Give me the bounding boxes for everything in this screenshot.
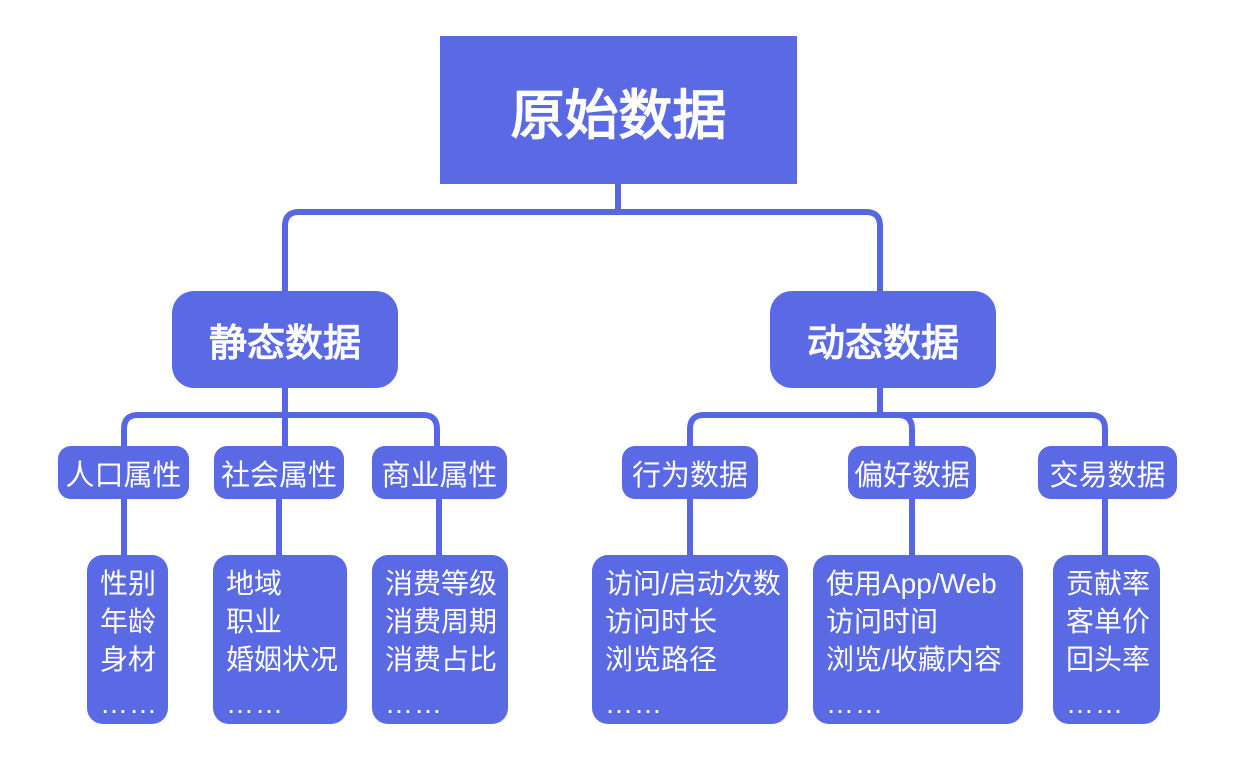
leaf-transaction-items: 贡献率 客单价 回头率 …… (1053, 555, 1160, 724)
node-root: 原始数据 (440, 36, 797, 184)
connector-static-rail (121, 412, 440, 447)
leaf-item: 客单价 (1066, 606, 1151, 637)
node-behavior-data: 行为数据 (622, 446, 758, 499)
leaf-item: 消费周期 (385, 606, 498, 637)
leaf-item: 回头率 (1066, 644, 1151, 675)
leaf-item: 职业 (226, 606, 283, 637)
node-dynamic-data: 动态数据 (770, 291, 996, 388)
leaf-item: 访问时间 (826, 606, 939, 637)
leaf-item: 使用App/Web (826, 568, 997, 599)
leaf-social-items: 地域 职业 婚姻状况 …… (213, 555, 347, 724)
leaf-item: 身材 (100, 644, 157, 675)
node-preference-data: 偏好数据 (848, 446, 976, 499)
connector-level2-rail (282, 209, 883, 291)
node-population-attrs: 人口属性 (58, 446, 189, 499)
node-social-attrs: 社会属性 (214, 446, 344, 499)
leaf-item: 消费等级 (385, 568, 498, 599)
leaf-item: 婚姻状况 (226, 644, 339, 675)
leaf-item: 访问时长 (605, 606, 718, 637)
leaf-item: 消费占比 (385, 644, 498, 675)
leaf-item: 性别 (100, 568, 157, 599)
leaf-preference-items: 使用App/Web 访问时间 浏览/收藏内容 …… (813, 555, 1023, 724)
leaf-ellipsis: …… (100, 688, 158, 719)
leaf-ellipsis: …… (605, 688, 663, 719)
node-static-data: 静态数据 (172, 291, 398, 388)
leaf-population-items: 性别 年龄 身材 …… (87, 555, 168, 724)
leaf-ellipsis: …… (826, 688, 884, 719)
leaf-commercial-items: 消费等级 消费周期 消费占比 …… (372, 555, 508, 724)
node-commercial-attrs: 商业属性 (372, 446, 507, 499)
leaf-ellipsis: …… (226, 688, 284, 719)
leaf-behavior-items: 访问/启动次数 访问时长 浏览路径 …… (592, 555, 788, 724)
node-transaction-data: 交易数据 (1038, 446, 1177, 499)
leaf-item: 地域 (226, 568, 283, 599)
leaf-item: 浏览/收藏内容 (826, 644, 1002, 675)
connector-dynamic-rail (687, 412, 1108, 447)
leaf-item: 浏览路径 (605, 644, 718, 675)
leaf-item: 访问/启动次数 (605, 568, 781, 599)
leaf-ellipsis: …… (1066, 688, 1124, 719)
connector-dynamic-middle (897, 412, 915, 447)
leaf-item: 贡献率 (1066, 568, 1151, 599)
leaf-item: 年龄 (100, 606, 157, 637)
leaf-ellipsis: …… (385, 688, 443, 719)
